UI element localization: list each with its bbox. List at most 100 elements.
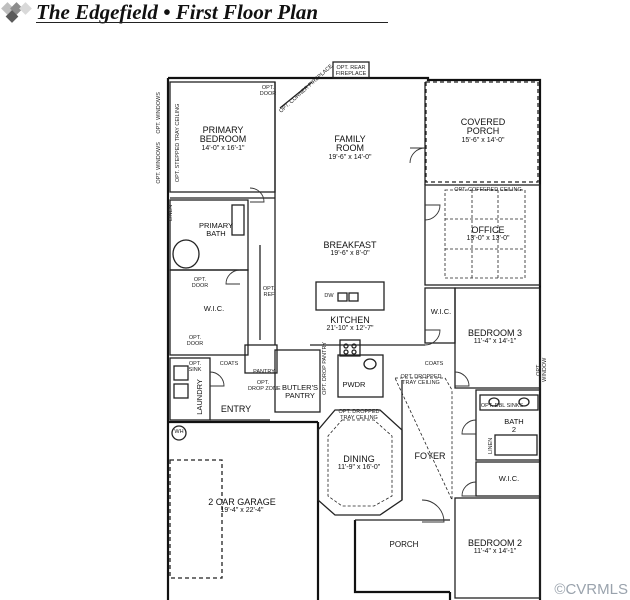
note-line: OPT. REAR [336, 65, 366, 71]
room-name: BEDROOM [199, 134, 247, 145]
room-name: FAMILY [334, 134, 366, 144]
room-name: FOYER [414, 451, 446, 461]
room-entry: ENTRY [218, 404, 254, 414]
page-title: The Edgefield • First Floor Plan [36, 0, 319, 24]
room-name: PWDR [342, 380, 366, 389]
room-primary-bedroom: PRIMARY BEDROOM 14'-0" x 16'-1" [190, 125, 256, 152]
watermark: ©CVRMLS [554, 581, 628, 598]
note-line: OPT. STEPPED TRAY CEILING [175, 103, 182, 183]
room-name: ENTRY [220, 404, 252, 414]
room-name: PRIMARY [198, 221, 234, 230]
note-line: OPT. DROPPED [400, 374, 442, 380]
note-opt-door-wic: OPT. DOOR [185, 335, 205, 348]
note-line: OPT. DROPPED [338, 409, 380, 415]
room-name: PRIMARY [202, 125, 244, 135]
room-breakfast: BREAKFAST 19'-6" x 8'-0" [318, 240, 382, 258]
room-name: COVERED [460, 117, 506, 127]
note-line: SINK [188, 366, 202, 373]
note-coats-1: COATS [217, 361, 241, 368]
note-opt-dropped-tray-dining: OPT. DROPPED TRAY CEILING [334, 409, 384, 422]
note-line: FIREPLACE [335, 70, 367, 77]
note-line: WH [174, 429, 184, 435]
room-name: PANTRY [285, 390, 315, 400]
note-line: DOOR [259, 90, 277, 97]
note-coats-2: COATS [422, 361, 446, 368]
room-wic-primary: W.I.C. [196, 305, 232, 313]
room-laundry: LAUNDRY [195, 375, 205, 419]
note-line: DOOR [186, 340, 204, 347]
note-line: OPT. [188, 335, 202, 341]
room-name: BUTLER'S [281, 383, 319, 392]
note-opt-drop-zone: OPT. DROP ZONE [248, 380, 281, 393]
note-line: COATS [219, 361, 239, 367]
room-dimension: 11'-4" x 14'-1" [473, 548, 517, 556]
note-opt-door-bath: OPT. DOOR [190, 277, 210, 290]
room-name: PORCH [389, 540, 419, 549]
room-dimension: 14'-0" x 16'-1" [201, 144, 245, 152]
room-name: LAUNDRY [195, 379, 205, 415]
room-pwdr: PWDR [338, 381, 370, 389]
room-wic-bed3: W.I.C. [426, 308, 456, 316]
room-name: 2 [511, 424, 517, 434]
room-name: BATH [206, 228, 226, 238]
note-line: OPT. WINDOWS [156, 142, 163, 184]
room-dimension: 13'-0" x 13'-0" [466, 235, 510, 243]
room-covered-porch: COVERED PORCH 15'-6" x 14'-0" [450, 117, 516, 144]
room-garage: 2 CAR GARAGE 19'-4" x 22'-4" [200, 497, 284, 515]
note-opt-coffered: OPT. COFFERED CEILING [452, 187, 524, 194]
room-porch: PORCH [382, 540, 426, 549]
note-line: OPT. DBL SINKS [480, 403, 524, 409]
note-opt-rear-fireplace: OPT. REAR FIREPLACE [334, 65, 368, 78]
note-line: OPT. [188, 361, 202, 367]
room-dimension: 11'-9" x 16'-0" [337, 464, 381, 472]
room-name: DINING [343, 454, 375, 464]
note-line: OPT. [193, 277, 207, 283]
note-dw: DW [322, 293, 336, 300]
brand-diamonds-icon [1, 2, 32, 23]
room-dimension: 11'-4" x 14'-1" [473, 338, 517, 346]
room-office: OFFICE 13'-0" x 13'-0" [458, 225, 518, 243]
note-opt-window: OPT. WINDOW [536, 355, 549, 385]
note-line: OPT. DROP PANTRY [322, 342, 329, 395]
note-opt-drop-pantry: OPT. DROP PANTRY [322, 342, 329, 395]
note-line: COATS [424, 361, 444, 367]
room-primary-bath: PRIMARY BATH [196, 222, 236, 238]
room-name: BREAKFAST [323, 240, 377, 250]
note-line: REF [263, 291, 275, 298]
room-name: OFFICE [471, 225, 505, 235]
room-bedroom-2: BEDROOM 2 11'-4" x 14'-1" [462, 538, 528, 556]
note-linen-2: LINEN [488, 434, 495, 458]
note-opt-ref: OPT. REF [261, 286, 277, 299]
room-foyer: FOYER [410, 451, 450, 461]
room-bedroom-3: BEDROOM 3 11'-4" x 14'-1" [462, 328, 528, 346]
room-butlers-pantry: BUTLER'S PANTRY [279, 384, 321, 400]
room-name: ROOM [336, 143, 364, 154]
room-kitchen: KITCHEN 21'-10" x 12'-7" [318, 315, 382, 333]
note-line: OPT. COFFERED CEILING [454, 187, 522, 193]
room-name: W.I.C. [498, 474, 520, 483]
note-line: DOOR [191, 282, 209, 289]
room-name: W.I.C. [203, 304, 225, 313]
note-line: OPT. [256, 380, 270, 386]
note-line: OPT. [261, 85, 275, 91]
room-dimension: 19'-6" x 14'-0" [328, 153, 372, 161]
note-opt-sink: OPT. SINK [186, 361, 204, 374]
note-line: DW [324, 293, 334, 299]
room-name: W.I.C. [430, 307, 452, 316]
note-line: LINEN [488, 437, 495, 454]
note-wh: WH [171, 429, 187, 436]
room-family-room: FAMILY ROOM 19'-6" x 14'-0" [318, 134, 382, 161]
room-name: 2 CAR GARAGE [208, 497, 276, 507]
page-header: The Edgefield • First Floor Plan [0, 0, 630, 26]
room-dining: DINING 11'-9" x 16'-0" [330, 454, 388, 472]
note-line: LINEN [168, 204, 175, 221]
note-line: OPT. WINDOWS [156, 92, 163, 134]
note-line: TRAY CEILING [402, 379, 440, 386]
note-opt-windows-2: OPT. WINDOWS [156, 141, 163, 185]
note-opt-dbl-sinks: OPT. DBL SINKS [480, 403, 524, 410]
room-name: KITCHEN [330, 315, 370, 325]
note-line: OPT. [262, 286, 276, 292]
note-line: DROP ZONE [248, 385, 281, 392]
note-linen-1: LINEN [168, 201, 175, 225]
note-line: PANTRY [253, 369, 275, 375]
